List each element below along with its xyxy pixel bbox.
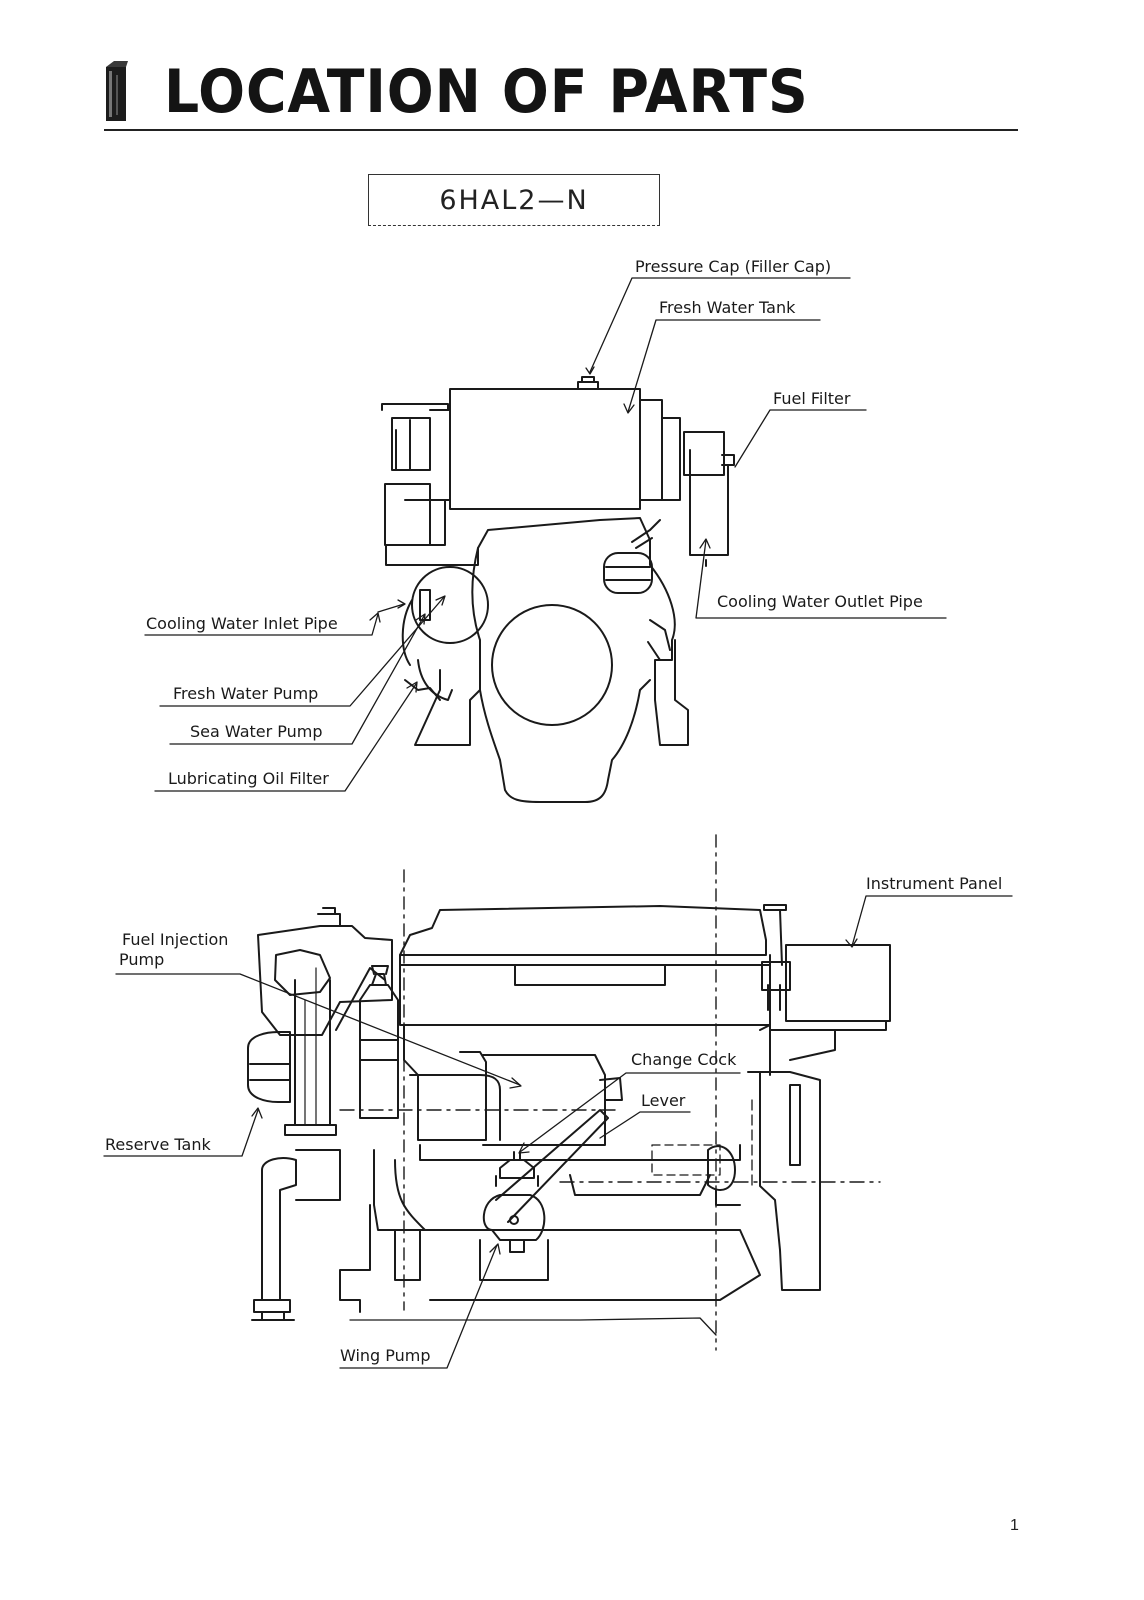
front-view-engine [381,376,735,803]
section-marker-icon [104,61,130,123]
page-title: LOCATION OF PARTS [164,57,809,127]
label-fresh-water-pump: Fresh Water Pump [173,684,318,703]
model-name: 6HAL2—N [439,184,589,216]
page-header: LOCATION OF PARTS [104,52,865,132]
label-lubricating-oil-filter: Lubricating Oil Filter [168,769,329,788]
label-fuel-injection-pump-line2: Pump [119,950,164,969]
side-view-leaders [103,895,1013,1369]
side-view-engine [247,834,891,1351]
page-number: 1 [1010,1517,1019,1534]
label-wing-pump: Wing Pump [340,1346,431,1365]
label-pressure-cap: Pressure Cap (Filler Cap) [635,257,831,276]
front-view-leaders [144,277,947,792]
label-sea-water-pump: Sea Water Pump [190,722,323,741]
title-divider [104,129,1018,131]
model-box: 6HAL2—N [368,174,660,226]
label-fresh-water-tank: Fresh Water Tank [659,298,796,317]
label-lever: Lever [641,1091,686,1110]
label-cooling-water-inlet-pipe: Cooling Water Inlet Pipe [146,614,338,633]
label-reserve-tank: Reserve Tank [105,1135,211,1154]
label-fuel-injection-pump-line1: Fuel Injection [122,930,228,949]
label-cooling-water-outlet-pipe: Cooling Water Outlet Pipe [717,592,923,611]
label-fuel-filter: Fuel Filter [773,389,851,408]
label-change-cock: Change Cock [631,1050,737,1069]
label-instrument-panel: Instrument Panel [866,874,1002,893]
